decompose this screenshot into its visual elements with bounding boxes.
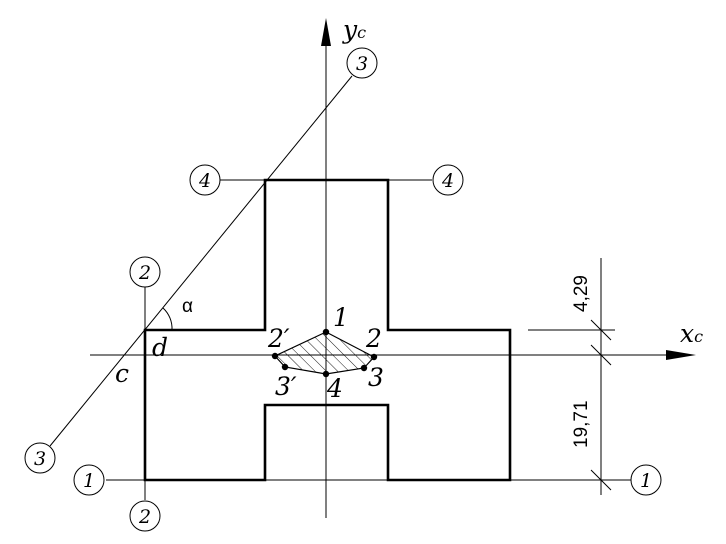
section-outline: [143, 178, 512, 482]
dim-tick-top: [590, 319, 612, 341]
line-4-4: 4 4: [189, 164, 464, 196]
marker-4-right: [432, 164, 464, 196]
marker-4-left-label: 4: [198, 170, 211, 192]
core-label-3: 3: [368, 363, 384, 392]
marker-1-right-label: 1: [640, 470, 652, 492]
line-2-2: 2 2: [129, 256, 161, 532]
core-label-3prime: 3′: [275, 372, 297, 401]
x-axis-arrow: [666, 350, 696, 360]
marker-2-top-label: 2: [138, 262, 151, 284]
marker-1-left: [73, 464, 105, 496]
dim-tick-mid: [590, 344, 612, 366]
corner-label-c: c: [115, 359, 129, 388]
dim-value-lower: 19,71: [571, 400, 592, 448]
dim-value-upper: 4,29: [571, 275, 592, 312]
dim-tick-bottom: [590, 469, 612, 491]
y-axis-arrow: [321, 18, 331, 46]
line-3-3: 3 3: [24, 47, 378, 474]
marker-2-bottom: [129, 500, 161, 532]
core-point-2prime: [271, 352, 279, 360]
y-axis: yc: [321, 15, 366, 518]
marker-3-bottom: [24, 442, 56, 474]
marker-2-bottom-label: 2: [138, 506, 151, 528]
alpha-arc: [162, 307, 173, 331]
y-axis-label: yc: [342, 15, 366, 44]
dimension-group: 4,29 19,71: [528, 258, 615, 495]
core-point-3: [360, 364, 368, 372]
core-label-2: 2: [365, 324, 382, 353]
alpha-label: α: [182, 296, 193, 317]
marker-4-right-label: 4: [441, 170, 454, 192]
marker-3-bottom-label: 3: [34, 448, 46, 470]
marker-3-top-label: 3: [356, 53, 368, 75]
marker-4-left: [189, 164, 221, 196]
marker-1-left-label: 1: [83, 470, 95, 492]
core-point-2: [370, 353, 378, 361]
core-point-1: [322, 328, 330, 336]
core-vertices: [271, 328, 378, 378]
marker-3-top: [346, 47, 378, 79]
section-core: [274, 331, 375, 375]
line-1-1: 1 1: [73, 464, 662, 496]
core-label-4: 4: [326, 374, 343, 403]
corner-label-d: d: [152, 333, 168, 362]
x-axis-label: xc: [680, 319, 703, 348]
core-point-3prime: [281, 363, 289, 371]
marker-2-top: [129, 256, 161, 288]
marker-1-right: [630, 464, 662, 496]
core-label-2prime: 2′: [267, 324, 290, 353]
core-label-1: 1: [333, 303, 349, 332]
core-point-4: [322, 370, 330, 378]
